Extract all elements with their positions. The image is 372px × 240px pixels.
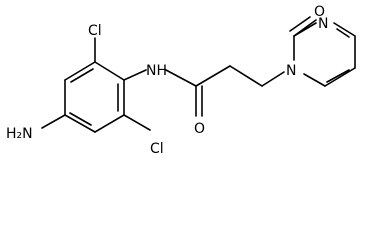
amino-group-label: H₂N — [6, 126, 33, 142]
pyrimidinone-carbonyl-double — [289, 16, 311, 32]
chemical-structure-diagram: Cl Cl NH H₂N O O N N — [6, 4, 356, 157]
chlorine-bottom-label: Cl — [150, 141, 164, 157]
bond-ch2-to-ring-nitrogen — [261, 71, 285, 87]
bond-carbonyl-to-ch2 — [195, 65, 231, 87]
ring-nitrogen-lower-label: N — [286, 63, 296, 79]
ring-bond — [94, 114, 125, 133]
ring-bond — [333, 22, 356, 37]
bond-ch2-to-ch2 — [229, 65, 263, 87]
ring-nitrogen-upper-label: N — [318, 16, 328, 32]
aniline-substituent-bonds — [41, 37, 151, 131]
propanamide-chain — [165, 65, 285, 117]
amide-oxygen-label: O — [194, 121, 205, 137]
ring-bond — [303, 73, 326, 87]
dichloroaniline-ring — [64, 61, 125, 133]
pyrimidinone-oxygen-label: O — [314, 4, 325, 20]
bond-to-amino — [41, 114, 66, 129]
ring-double-bond — [326, 69, 350, 83]
pyrimidinone-ring — [289, 16, 356, 87]
chlorine-top-label: Cl — [88, 23, 102, 39]
ring-bond — [64, 114, 96, 133]
ring-bond — [64, 61, 96, 81]
bond-n-to-carbonyl — [165, 69, 197, 87]
ring-bond — [94, 61, 125, 81]
pyrimidinone-carbonyl-bond — [293, 19, 317, 37]
ring-bond — [324, 67, 356, 87]
amide-nh-label: NH — [146, 63, 167, 79]
ring-double-bond — [336, 28, 350, 38]
ring-double-bond — [69, 112, 92, 126]
ring-double-bond — [70, 68, 94, 83]
bond-to-chlorine-bottom — [123, 114, 151, 131]
bond-to-amide-nitrogen — [123, 69, 147, 81]
